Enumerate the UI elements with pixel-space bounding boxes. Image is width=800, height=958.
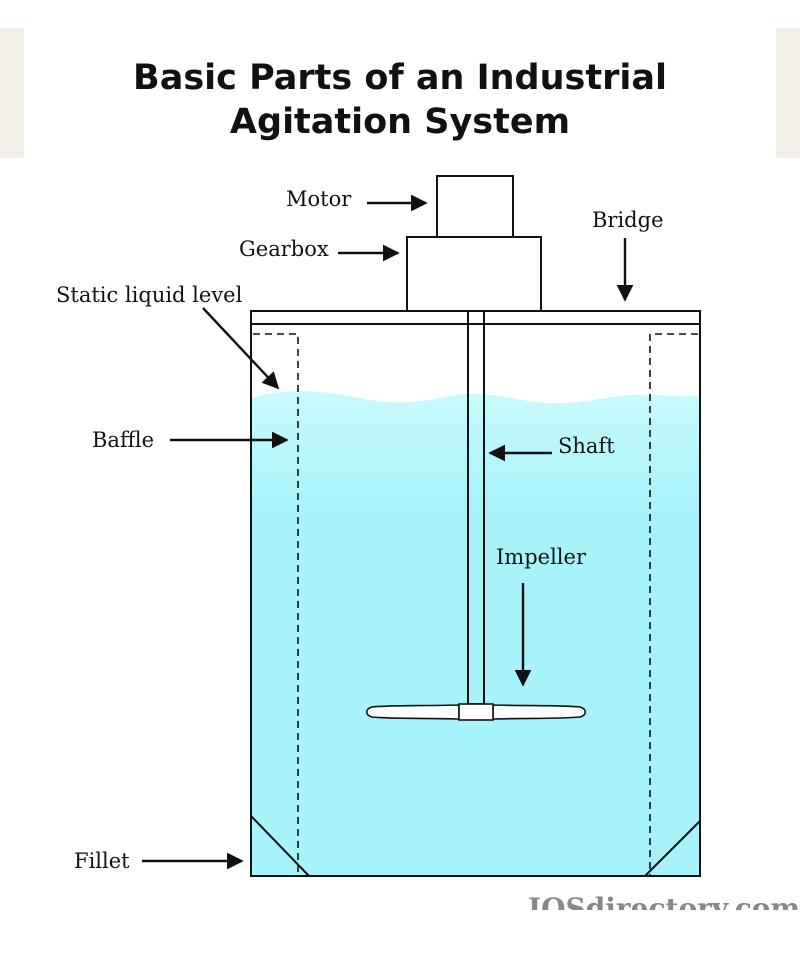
impeller-right-blade xyxy=(492,704,587,720)
gearbox-label: Gearbox xyxy=(239,237,329,261)
fillet-label: Fillet xyxy=(74,849,130,873)
impeller-hub xyxy=(458,703,494,721)
right-baffle xyxy=(649,333,698,876)
bridge-label: Bridge xyxy=(592,208,664,232)
liquid-body xyxy=(251,391,700,876)
gearbox-housing xyxy=(406,236,542,312)
left-baffle xyxy=(253,333,299,876)
title-line-1: Basic Parts of an Industrial xyxy=(133,58,667,98)
left-fillet xyxy=(250,815,310,877)
title-line-2: Agitation System xyxy=(229,102,571,142)
watermark-mask xyxy=(500,910,800,958)
impeller xyxy=(365,703,587,721)
left-side-band xyxy=(0,28,24,158)
baffle-label: Baffle xyxy=(92,428,154,452)
impeller-left-blade xyxy=(365,704,460,720)
shaft-label: Shaft xyxy=(558,434,615,458)
right-fillet xyxy=(644,820,701,877)
motor-label: Motor xyxy=(286,187,352,211)
motor-housing xyxy=(436,175,514,238)
diagram-title: Basic Parts of an Industrial Agitation S… xyxy=(0,56,800,144)
impeller-label: Impeller xyxy=(496,545,587,569)
static-liquid-level-arrow xyxy=(202,307,280,390)
right-side-band xyxy=(776,28,800,158)
static-liquid-level-label: Static liquid level xyxy=(56,283,243,307)
